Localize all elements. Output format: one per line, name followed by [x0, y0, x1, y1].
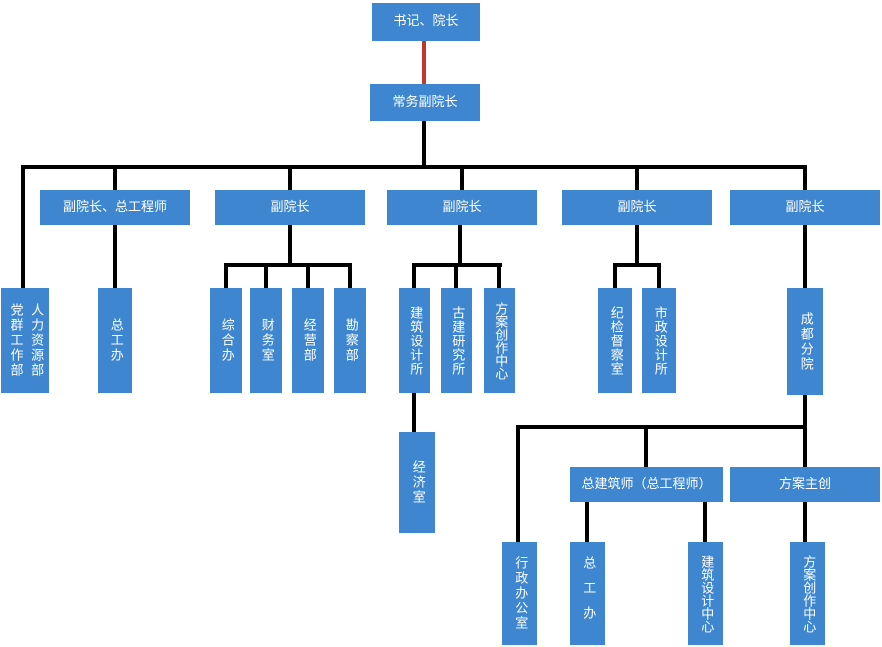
connector-g3-stem — [635, 225, 639, 267]
party-mass-dept-label: 党群工作部 — [7, 303, 23, 378]
node-operations-dept: 经营部 — [292, 288, 324, 393]
connector-g2-drop-3 — [497, 267, 501, 288]
connector-g2-drop-1 — [412, 267, 416, 288]
node-vice-dean-5: 副院长 — [730, 190, 880, 225]
connector-drop-vp5 — [803, 169, 807, 190]
node-discipline-inspection-office: 纪检督察室 — [598, 288, 632, 393]
node-municipal-design-institute: 市政设计所 — [642, 288, 676, 393]
node-vice-dean-4: 副院长 — [562, 190, 712, 225]
node-chengdu-branch: 成都分院 — [787, 288, 823, 395]
connector-executive-trunk — [422, 121, 426, 169]
node-vice-dean-2: 副院长 — [215, 190, 365, 225]
node-party-mass-hr-dept: 党群工作部 人力资源部 — [1, 288, 49, 393]
connector-drop-vp1 — [113, 169, 117, 190]
node-ancient-architecture-institute: 古建研究所 — [441, 288, 472, 393]
connector-g1-drop-1 — [224, 267, 228, 288]
connector-g2-drop-2 — [454, 267, 458, 288]
connector-vp5-chengdu — [803, 225, 807, 288]
connector-scheme-lead-scc — [803, 502, 807, 542]
node-chief-architect: 总建筑师（总工程师） — [570, 467, 723, 502]
connector-arch-inst-economics — [412, 393, 416, 432]
node-chief-engineer-office-chengdu: 总工办 — [570, 542, 605, 645]
node-architecture-design-institute: 建筑设计所 — [399, 288, 430, 393]
connector-root-executive — [422, 41, 426, 84]
connector-g3-drop-2 — [657, 267, 661, 288]
connector-drop-vp3 — [460, 169, 464, 190]
node-vp-chief-engineer: 副院长、总工程师 — [40, 190, 190, 225]
connector-drop-admin-office — [516, 429, 520, 542]
hr-dept-label: 人力资源部 — [28, 303, 44, 378]
node-architecture-design-center: 建筑设计中心 — [688, 542, 723, 645]
connector-g1-drop-4 — [348, 267, 352, 288]
connector-g1-horizontal — [224, 263, 352, 267]
connector-drop-chief-architect — [644, 429, 648, 467]
connector-g1-drop-3 — [306, 267, 310, 288]
connector-vp1-chief-eng-office — [113, 225, 117, 288]
connector-drop-scheme-lead — [803, 429, 807, 467]
connector-main-horizontal — [21, 165, 807, 169]
connector-g1-stem — [288, 225, 292, 267]
connector-chief-architect-adc — [703, 502, 707, 542]
node-admin-office: 行政办公室 — [502, 542, 537, 645]
connector-g2-horizontal — [412, 263, 502, 267]
connector-chief-architect-cgo — [585, 502, 589, 542]
node-secretary-dean: 书记、院长 — [372, 3, 480, 41]
node-vice-dean-3: 副院长 — [387, 190, 537, 225]
node-finance-office: 财务室 — [250, 288, 282, 393]
connector-chengdu-stem — [803, 395, 807, 429]
connector-chengdu-horizontal — [516, 425, 807, 429]
node-scheme-lead: 方案主创 — [730, 467, 880, 502]
node-general-office: 综合办 — [210, 288, 242, 393]
connector-g1-drop-2 — [264, 267, 268, 288]
connector-g2-stem — [458, 225, 462, 267]
connector-g3-drop-1 — [613, 267, 617, 288]
node-economics-office: 经济室 — [399, 432, 435, 533]
connector-drop-vp4 — [635, 169, 639, 190]
node-executive-vice-dean: 常务副院长 — [370, 84, 480, 121]
connector-g3-horizontal — [613, 263, 661, 267]
connector-drop-vp2 — [288, 169, 292, 190]
node-scheme-creation-center-chengdu: 方案创作中心 — [790, 542, 825, 645]
connector-left-branch — [21, 165, 25, 288]
node-survey-dept: 勘察部 — [334, 288, 366, 393]
node-chief-engineer-office: 总工办 — [98, 288, 132, 393]
node-scheme-creation-center: 方案创作中心 — [484, 288, 515, 393]
